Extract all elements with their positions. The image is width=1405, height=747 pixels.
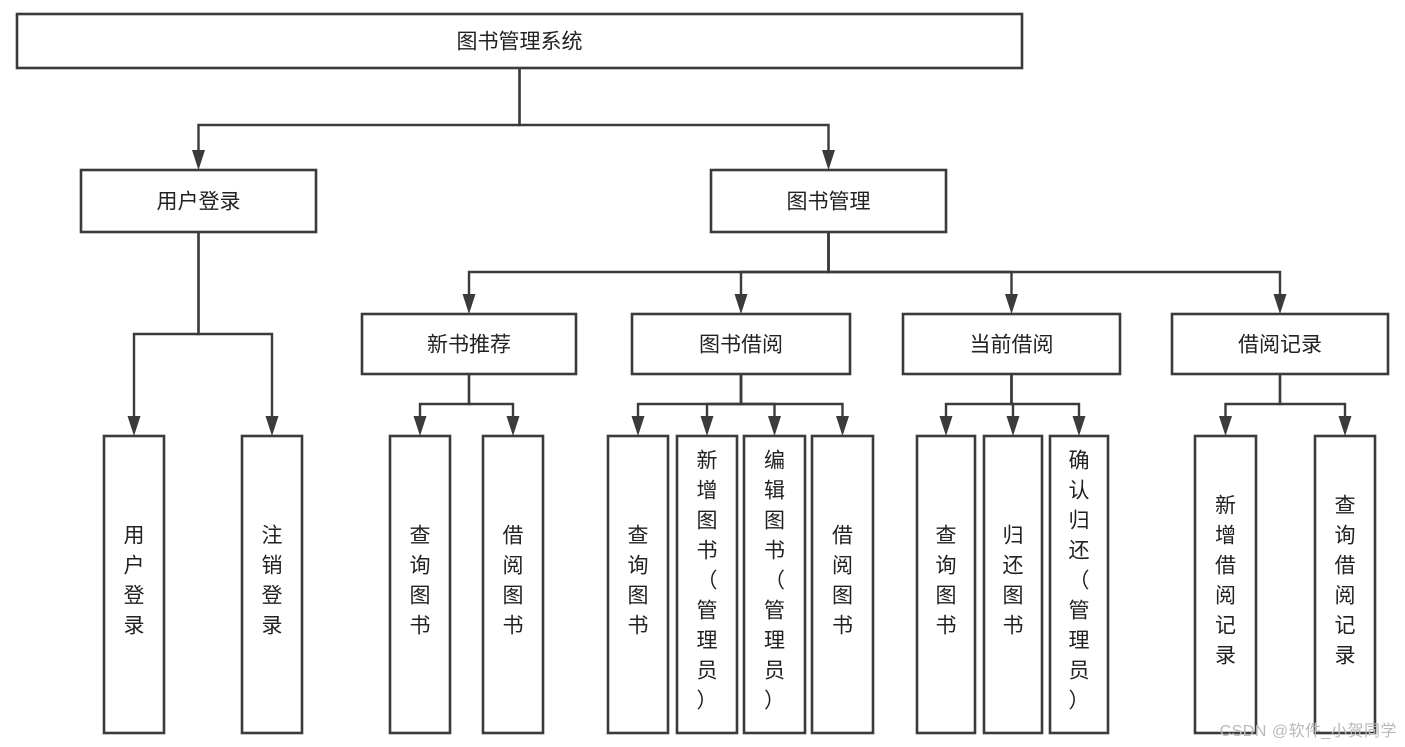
node-box — [742, 434, 807, 735]
node-label: 借阅图书 — [503, 525, 524, 638]
arrow-head-icon — [1219, 416, 1232, 436]
arrow-head-icon — [1006, 416, 1020, 436]
connector-root-to-l2_1 — [518, 68, 835, 170]
node-leaf_9[interactable]: 归还图书 — [982, 434, 1044, 735]
node-label: 图书管理 — [787, 191, 871, 214]
node-box — [102, 434, 166, 735]
node-label: 查询图书 — [936, 525, 957, 638]
node-label: 查询图书 — [410, 525, 431, 638]
connector-l3_1-to-leaf_7 — [739, 374, 849, 436]
node-box — [15, 12, 1024, 70]
node-box — [709, 168, 948, 234]
arrow-head-icon — [734, 294, 748, 314]
arrow-head-icon — [822, 150, 835, 170]
arrow-head-icon — [1273, 294, 1287, 314]
node-box — [240, 434, 304, 735]
node-box — [901, 312, 1122, 376]
node-leaf_2[interactable]: 查询图书 — [388, 434, 452, 735]
arrow-head-icon — [462, 294, 476, 314]
node-box — [388, 434, 452, 735]
node-box — [481, 434, 545, 735]
node-label: 归还图书 — [1003, 525, 1024, 638]
node-box — [810, 434, 875, 735]
node-box — [606, 434, 670, 735]
node-box — [360, 312, 578, 376]
node-leaf_4[interactable]: 查询图书 — [606, 434, 670, 735]
connector-l3_0-to-leaf_2 — [413, 374, 471, 436]
arrow-head-icon — [127, 416, 141, 436]
node-label: 图书管理系统 — [457, 31, 583, 54]
arrow-head-icon — [768, 416, 781, 436]
node-leaf_6[interactable]: 编辑图书（管理员） — [742, 434, 807, 735]
node-label: 注销登录 — [262, 525, 283, 638]
node-l3_1[interactable]: 图书借阅 — [630, 312, 852, 376]
node-leaf_7[interactable]: 借阅图书 — [810, 434, 875, 735]
arrow-head-icon — [192, 150, 205, 170]
connector-l3_2-to-leaf_8 — [939, 374, 1013, 436]
connector-l3_0-to-leaf_3 — [467, 374, 520, 436]
node-leaf_12[interactable]: 查询借阅记录 — [1313, 434, 1377, 735]
connector-l2_0-to-leaf_0 — [127, 232, 200, 436]
node-label: 新增借阅记录 — [1215, 495, 1236, 668]
node-box — [675, 434, 739, 735]
node-l2_1[interactable]: 图书管理 — [709, 168, 948, 234]
connector-l2_1-to-l3_1 — [734, 232, 830, 314]
node-l2_0[interactable]: 用户登录 — [79, 168, 318, 234]
arrow-head-icon — [1005, 294, 1018, 314]
arrow-head-icon — [1072, 416, 1086, 436]
node-box — [79, 168, 318, 234]
node-leaf_1[interactable]: 注销登录 — [240, 434, 304, 735]
node-leaf_5[interactable]: 新增图书（管理员） — [675, 434, 739, 735]
arrow-head-icon — [265, 416, 279, 436]
arrow-head-icon — [939, 416, 953, 436]
arrow-head-icon — [1338, 416, 1352, 436]
node-l3_0[interactable]: 新书推荐 — [360, 312, 578, 376]
node-label: 借阅图书 — [832, 525, 853, 638]
node-leaf_10[interactable]: 确认归还（管理员） — [1048, 434, 1110, 735]
connector-l3_1-to-leaf_5 — [700, 374, 743, 436]
arrow-head-icon — [631, 416, 645, 436]
arrow-head-icon — [413, 416, 427, 436]
node-label: 查询图书 — [628, 525, 649, 638]
node-l3_2[interactable]: 当前借阅 — [901, 312, 1122, 376]
node-leaf_8[interactable]: 查询图书 — [915, 434, 977, 735]
node-root[interactable]: 图书管理系统 — [15, 12, 1024, 70]
node-box — [630, 312, 852, 376]
node-leaf_11[interactable]: 新增借阅记录 — [1193, 434, 1258, 735]
node-box — [1048, 434, 1110, 735]
connector-l2_1-to-l3_3 — [827, 232, 1287, 314]
node-box — [1170, 312, 1390, 376]
node-label: 当前借阅 — [970, 334, 1054, 357]
node-label: 新书推荐 — [427, 334, 511, 357]
connector-layer — [127, 68, 1352, 436]
arrow-head-icon — [836, 416, 849, 436]
node-label: 图书借阅 — [699, 334, 783, 357]
node-layer: 图书管理系统用户登录图书管理新书推荐图书借阅当前借阅借阅记录用户登录注销登录查询… — [15, 12, 1390, 735]
node-label: 用户登录 — [157, 191, 241, 214]
connector-l3_2-to-leaf_10 — [1010, 374, 1086, 436]
arrow-head-icon — [700, 416, 714, 436]
node-label: 查询借阅记录 — [1335, 495, 1356, 668]
connector-l3_3-to-leaf_12 — [1278, 374, 1352, 436]
node-label: 编辑图书（管理员） — [764, 450, 785, 713]
node-l3_3[interactable]: 借阅记录 — [1170, 312, 1390, 376]
node-leaf_0[interactable]: 用户登录 — [102, 434, 166, 735]
node-leaf_3[interactable]: 借阅图书 — [481, 434, 545, 735]
node-box — [1313, 434, 1377, 735]
connector-l2_0-to-leaf_1 — [197, 232, 279, 436]
arrow-head-icon — [506, 416, 520, 436]
node-box — [982, 434, 1044, 735]
node-box — [1193, 434, 1258, 735]
node-label: 借阅记录 — [1238, 334, 1322, 357]
node-box — [915, 434, 977, 735]
node-label: 用户登录 — [124, 525, 145, 638]
node-label: 新增图书（管理员） — [697, 450, 718, 713]
connector-root-to-l2_0 — [192, 68, 521, 170]
connector-l3_3-to-leaf_11 — [1219, 374, 1282, 436]
node-label: 确认归还（管理员） — [1069, 450, 1090, 713]
